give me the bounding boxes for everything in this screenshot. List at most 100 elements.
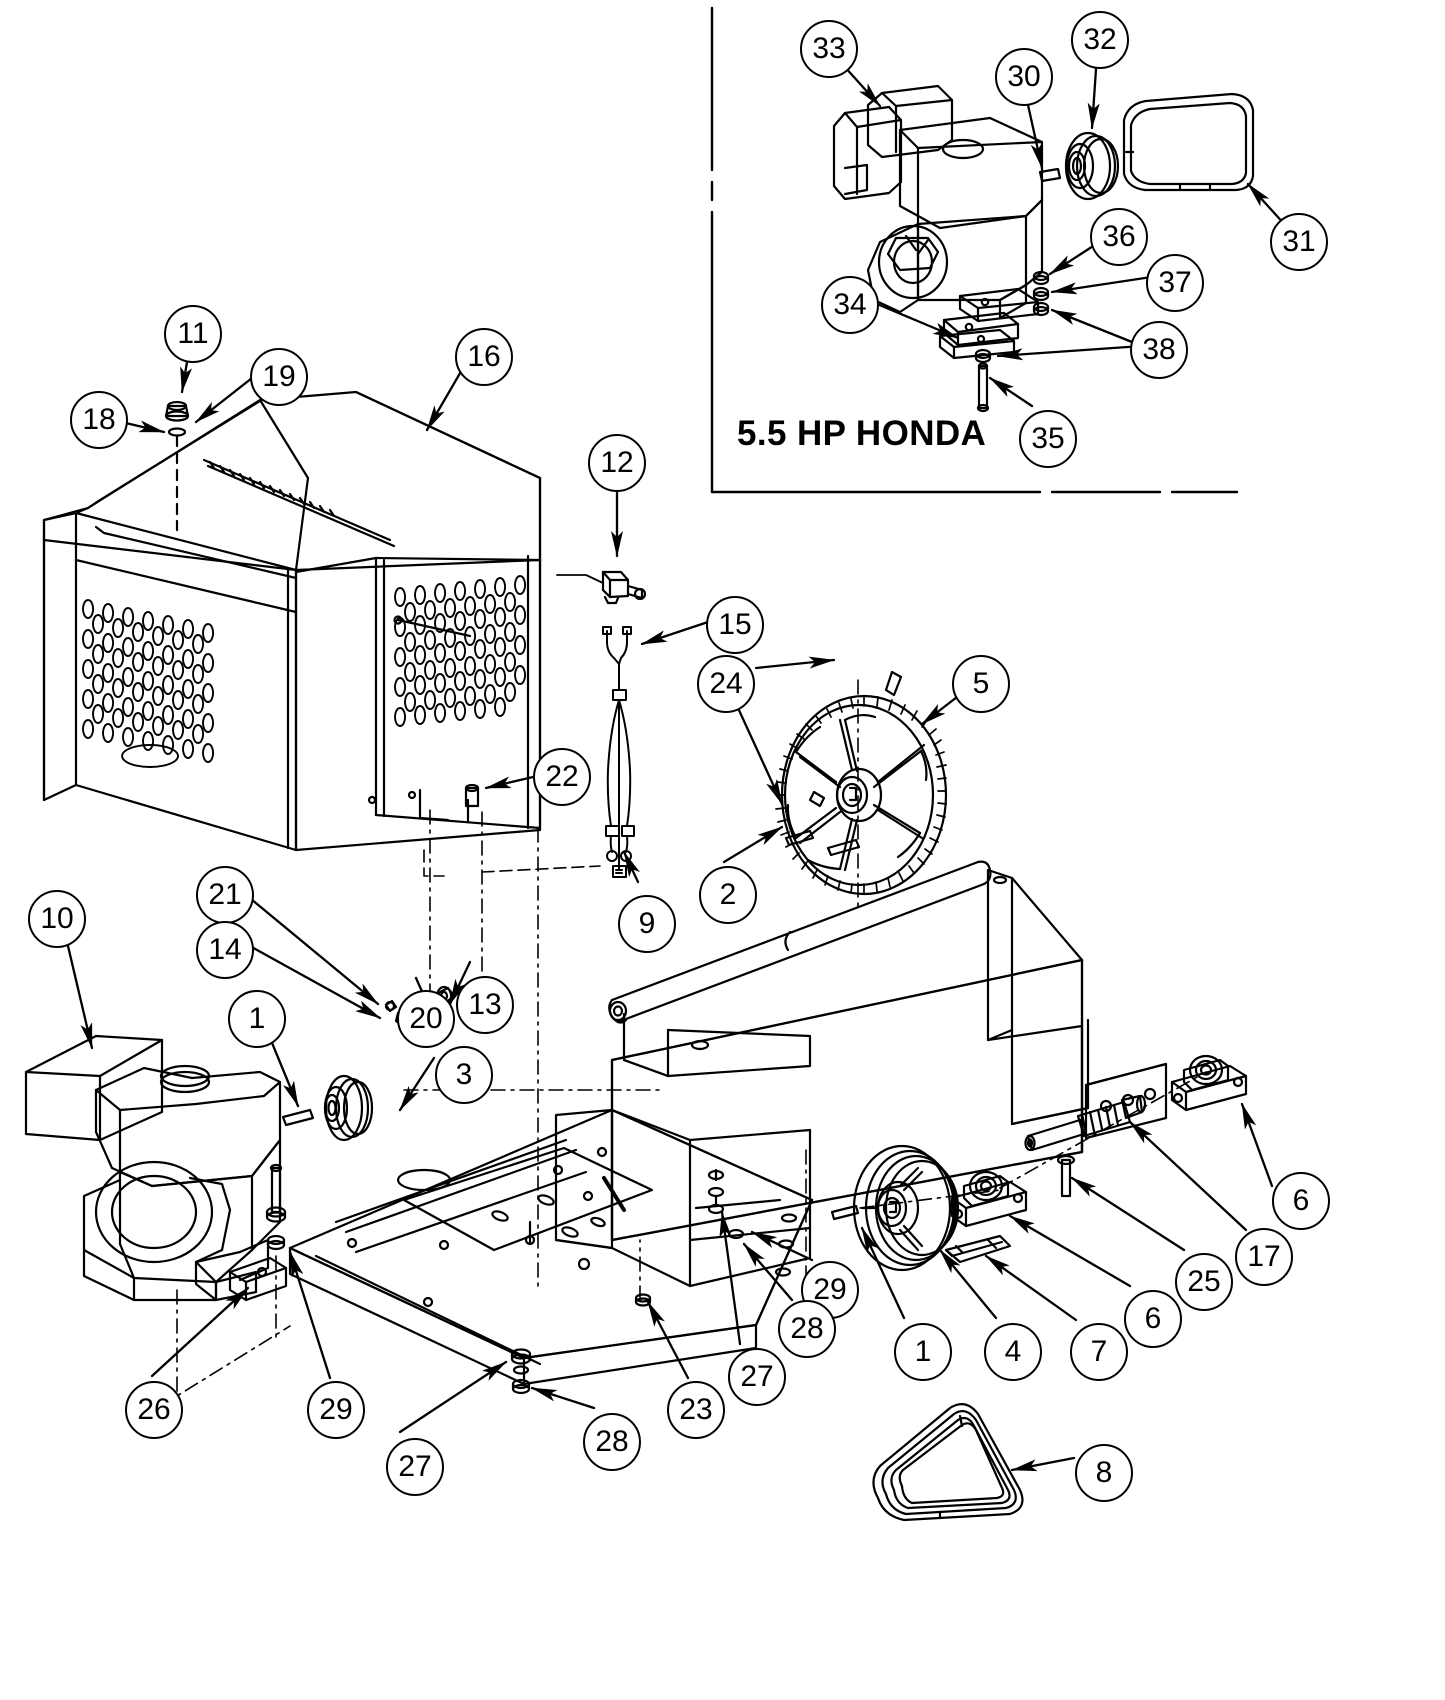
callout-number: 27 [398,1450,432,1483]
callout-8[interactable]: 8 [1075,1444,1133,1502]
callout-number: 35 [1031,422,1065,455]
callout-32[interactable]: 32 [1071,11,1129,69]
callout-36[interactable]: 36 [1090,208,1148,266]
base-fasteners [510,1348,532,1395]
callout-20[interactable]: 20 [397,990,455,1048]
callout-10[interactable]: 10 [28,890,86,948]
part-12-switch [556,570,647,605]
honda-engine-label: 5.5 HP HONDA [737,414,987,453]
callout-number: 18 [82,403,116,436]
axis-engine-bolt [176,1289,291,1397]
callout-22[interactable]: 22 [533,748,591,806]
callout-number: 33 [812,32,846,65]
frame-assembly [288,860,1168,1386]
part-30-key [1038,167,1062,183]
callout-6[interactable]: 6 [1124,1290,1182,1348]
callout-number: 31 [1282,225,1316,258]
callout-number: 6 [1144,1302,1162,1335]
callout-number: 22 [545,760,579,793]
honda-engine-body [832,84,1044,347]
part-24-key-top [884,670,903,697]
callout-14[interactable]: 14 [196,921,254,979]
callout-28[interactable]: 28 [583,1413,641,1471]
callout-16[interactable]: 16 [455,328,513,386]
callout-number: 30 [1007,60,1041,93]
callout-19[interactable]: 19 [250,348,308,406]
callout-33[interactable]: 33 [800,20,858,78]
callout-35[interactable]: 35 [1019,410,1077,468]
callout-15[interactable]: 15 [706,596,764,654]
part-2-key-b [784,829,815,847]
callout-11[interactable]: 11 [164,305,222,363]
callout-number: 28 [595,1425,629,1458]
part-24-key-upper [808,790,826,808]
callout-34[interactable]: 34 [821,276,879,334]
part-1-key-left [281,1108,315,1127]
part-10-engine [24,1034,288,1302]
part-22-screw [464,783,480,808]
callout-21[interactable]: 21 [196,866,254,924]
callout-number: 1 [248,1002,266,1035]
part-25-bolt [1056,1154,1076,1198]
callout-1[interactable]: 1 [894,1323,952,1381]
callout-7[interactable]: 7 [1070,1323,1128,1381]
callout-number: 29 [813,1273,847,1306]
part-5-flywheel-gear [775,694,948,896]
callout-27[interactable]: 27 [728,1348,786,1406]
part-16-shroud [42,390,542,852]
callout-3[interactable]: 3 [435,1046,493,1104]
callout-number: 19 [262,360,296,393]
part-6-bearing-right [1170,1054,1248,1112]
callout-17[interactable]: 17 [1235,1228,1293,1286]
callout-number: 24 [709,667,743,700]
callout-4[interactable]: 4 [984,1323,1042,1381]
callout-1[interactable]: 1 [228,990,286,1048]
part-36-37-38-fasteners [974,270,1050,364]
leader-lines [58,38,1288,1472]
callout-number: 26 [137,1393,171,1426]
callout-38[interactable]: 38 [1130,321,1188,379]
callout-6[interactable]: 6 [1272,1172,1330,1230]
callout-2[interactable]: 2 [699,866,757,924]
callout-number: 6 [1292,1184,1310,1217]
callout-number: 28 [790,1312,824,1345]
callout-29[interactable]: 29 [307,1381,365,1439]
callout-23[interactable]: 23 [667,1381,725,1439]
callout-28[interactable]: 28 [778,1300,836,1358]
callout-25[interactable]: 25 [1175,1253,1233,1311]
callout-number: 37 [1158,266,1192,299]
callout-5[interactable]: 5 [952,655,1010,713]
callout-9[interactable]: 9 [618,895,676,953]
callout-number: 25 [1187,1265,1221,1298]
callout-number: 36 [1102,220,1136,253]
callout-number: 17 [1247,1240,1281,1273]
callout-number: 38 [1142,333,1176,366]
callout-number: 23 [679,1393,713,1426]
callout-number: 29 [319,1393,353,1426]
callout-31[interactable]: 31 [1270,213,1328,271]
part-7-retainer-plate [944,1234,1012,1264]
callout-number: 20 [409,1002,443,1035]
axis-shaft [999,1071,1207,1189]
callout-number: 16 [467,340,501,373]
callout-37[interactable]: 37 [1146,254,1204,312]
callout-26[interactable]: 26 [125,1381,183,1439]
callout-number: 5 [972,667,990,700]
callout-27[interactable]: 27 [386,1438,444,1496]
callout-number: 12 [600,446,634,479]
callout-number: 14 [208,933,242,966]
callout-12[interactable]: 12 [588,434,646,492]
callout-30[interactable]: 30 [995,48,1053,106]
callout-number: 2 [719,878,737,911]
callout-number: 21 [208,878,242,911]
callout-number: 15 [718,608,752,641]
callout-number: 1 [914,1335,932,1368]
callout-13[interactable]: 13 [456,976,514,1034]
part-1-key-right [830,1204,860,1221]
part-3-pulley [323,1074,374,1142]
callout-24[interactable]: 24 [697,655,755,713]
callout-18[interactable]: 18 [70,391,128,449]
callout-number: 27 [740,1360,774,1393]
part-35-bolt [976,362,990,413]
